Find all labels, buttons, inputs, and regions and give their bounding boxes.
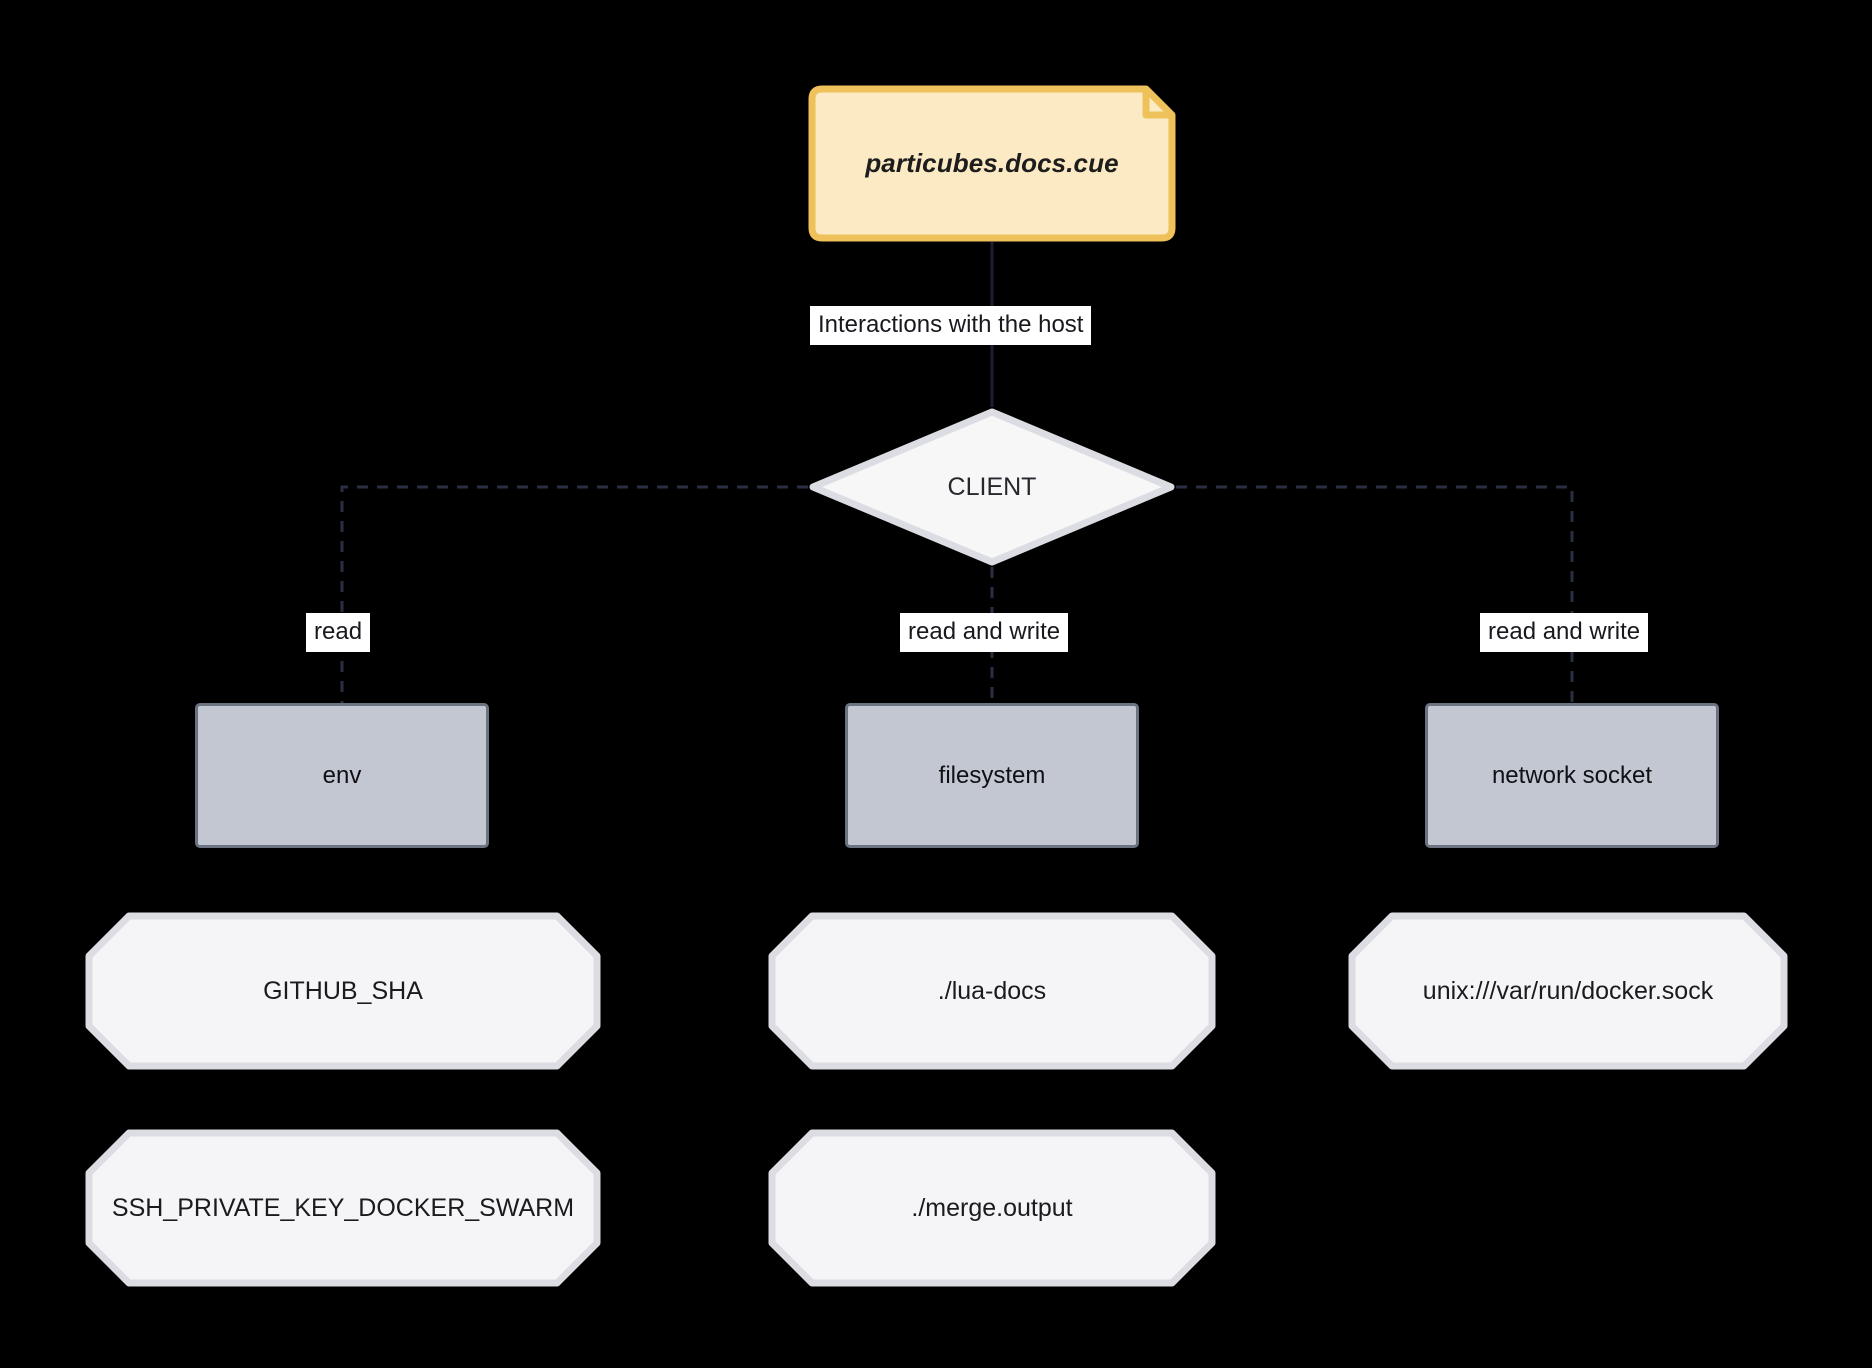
docker-sock-label: unix:///var/run/docker.sock — [1422, 976, 1714, 1005]
node-github-sha-value[interactable]: GITHUB_SHA — [85, 912, 601, 1070]
octagon-shape — [768, 1129, 1216, 1287]
octagon-shape — [85, 912, 601, 1070]
edge-label-read: read — [306, 613, 371, 652]
env-label: env — [322, 761, 362, 789]
github-sha-label: GITHUB_SHA — [263, 976, 423, 1005]
node-merge-output-value[interactable]: ./merge.output — [768, 1129, 1216, 1287]
node-env-resource[interactable]: env — [195, 703, 489, 854]
octagon-shape — [85, 1129, 601, 1287]
ssh-private-key-label: SSH_PRIVATE_KEY_DOCKER_SWARM — [111, 1193, 575, 1222]
octagon-shape — [768, 912, 1216, 1070]
note-fold-icon — [1142, 89, 1172, 119]
node-lua-docs-value[interactable]: ./lua-docs — [768, 912, 1216, 1070]
edge-label-interactions-with-host: Interactions with the host — [810, 306, 1092, 345]
node-client-decision[interactable]: CLIENT — [808, 407, 1176, 567]
merge-output-label: ./merge.output — [911, 1193, 1073, 1222]
node-ssh-private-key-value[interactable]: SSH_PRIVATE_KEY_DOCKER_SWARM — [85, 1129, 601, 1287]
node-filesystem-resource[interactable]: filesystem — [845, 703, 1139, 854]
client-label: CLIENT — [947, 472, 1037, 501]
node-docker-sock-value[interactable]: unix:///var/run/docker.sock — [1348, 912, 1788, 1070]
node-note-particubes-docs-cue[interactable]: particubes.docs.cue — [808, 85, 1176, 242]
note-shape — [808, 85, 1176, 242]
edge-label-read-and-write-network: read and write — [1480, 613, 1649, 652]
edge-client-to-network — [1176, 485, 1574, 703]
lua-docs-label: ./lua-docs — [937, 976, 1047, 1005]
edge-client-to-env — [340, 485, 808, 703]
network-socket-label: network socket — [1491, 761, 1653, 789]
edge-label-read-and-write-filesystem: read and write — [900, 613, 1069, 652]
octagon-shape — [1348, 912, 1788, 1070]
diamond-shape — [809, 408, 1175, 566]
filesystem-label: filesystem — [938, 761, 1046, 789]
note-label: particubes.docs.cue — [865, 148, 1119, 178]
node-network-socket-resource[interactable]: network socket — [1425, 703, 1719, 854]
